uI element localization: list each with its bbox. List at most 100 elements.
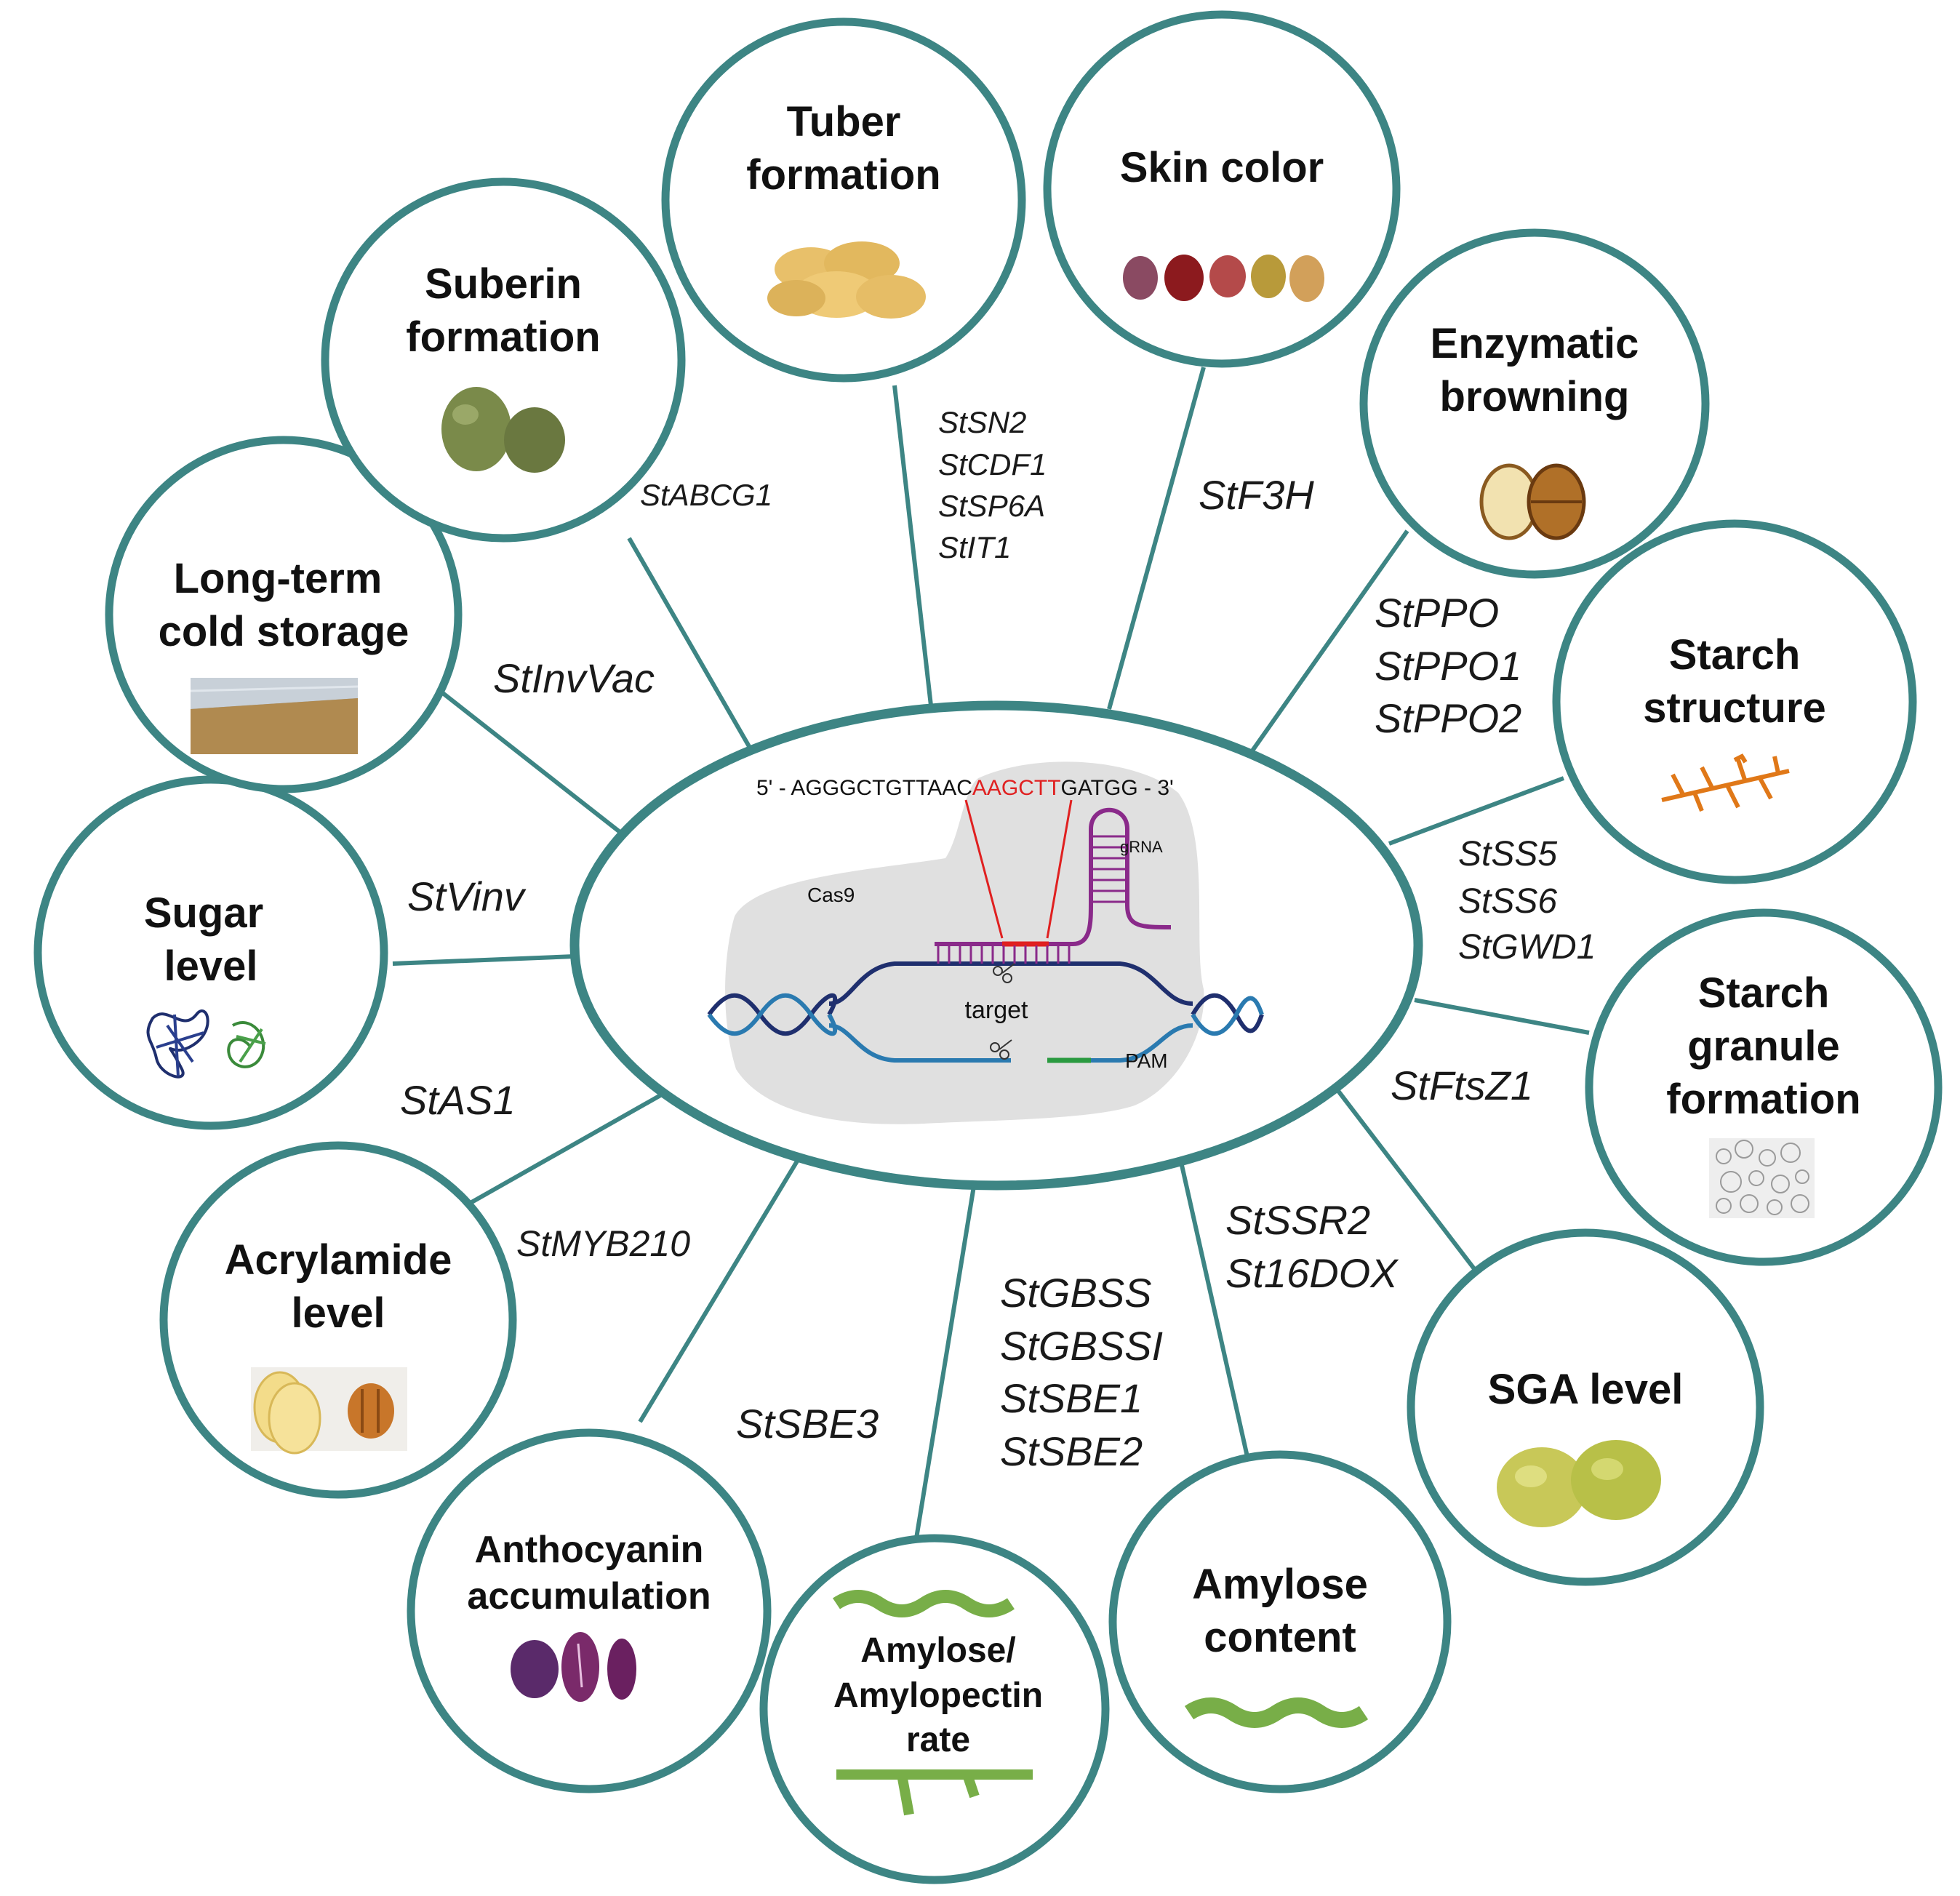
cas9-label: Cas9 — [807, 884, 855, 906]
amylose-helix-icon — [1184, 1697, 1369, 1728]
trait-title-line: Amylopectin — [833, 1676, 1043, 1715]
trait-title-line: formation — [1666, 1076, 1860, 1123]
gene-label: StGBSS — [1000, 1270, 1152, 1316]
gene-label: StPPO2 — [1375, 695, 1521, 741]
gene-label: StVinv — [407, 873, 527, 919]
gene-labels: StSN2 StCDF1 StSP6A StIT1 StF3H StPPO St… — [400, 405, 1596, 1474]
purple-potatoes-icon — [511, 1632, 636, 1702]
trait-title-line: granule — [1687, 1023, 1840, 1070]
gene-label: StABCG1 — [640, 478, 772, 512]
gene-label: StPPO1 — [1375, 643, 1521, 689]
trait-title-line: Tuber — [787, 98, 901, 145]
gene-label: StSBE1 — [1000, 1375, 1143, 1421]
trait-title-line: Amylose — [1192, 1561, 1368, 1608]
scissors-icon — [990, 963, 1015, 1060]
spoke-sugar-level — [392, 954, 575, 966]
gene-label: StSS5 — [1458, 835, 1557, 873]
trait-amylose-amylopectin-rate: Amylose/ Amylopectin rate — [759, 1534, 1110, 1884]
dna-bottom-strand — [828, 1023, 1011, 1063]
trait-title-line: Sugar — [144, 889, 263, 937]
trait-title-line: accumulation — [467, 1575, 711, 1617]
trait-title-line: structure — [1643, 684, 1825, 732]
pam-label: PAM — [1125, 1049, 1168, 1072]
trait-sugar-level: Sugar level — [33, 775, 388, 1130]
spoke-starch-granule-formation — [1414, 998, 1590, 1035]
trait-bubble — [1359, 228, 1710, 579]
green-potatoes-icon — [1497, 1440, 1661, 1527]
gene-label: StF3H — [1199, 472, 1314, 518]
spoke-enzymatic-browning — [1249, 529, 1409, 754]
trait-bubble — [661, 17, 1026, 383]
trait-bubble — [321, 177, 686, 543]
gene-label: StSSR2 — [1225, 1197, 1370, 1243]
site-pointer-right — [1046, 799, 1073, 939]
trait-title-line: level — [164, 943, 258, 990]
trait-amylose-content: Amylose content — [1108, 1450, 1452, 1793]
trait-title-line: Amylose/ — [860, 1631, 1015, 1670]
trait-tuber-formation: Tuber formation — [661, 17, 1026, 383]
trait-title-line: level — [292, 1289, 385, 1337]
trait-title-line: cold storage — [159, 608, 409, 655]
branched-starch-icon — [1661, 753, 1790, 812]
trait-sga-level: SGA level — [1407, 1228, 1764, 1586]
trait-suberin-formation: Suberin formation — [321, 177, 686, 543]
trait-title-line: formation — [746, 151, 940, 199]
gene-label: StMYB210 — [516, 1223, 690, 1264]
colored-potatoes-icon — [1123, 255, 1324, 302]
target-label: target — [965, 996, 1028, 1024]
gene-label: StSBE2 — [1000, 1428, 1143, 1474]
grna-label: gRNA — [1120, 838, 1163, 856]
protein-structure-icon — [146, 1009, 266, 1079]
gene-label: St16DOX — [1225, 1250, 1399, 1296]
site-pointer-left — [964, 799, 1004, 939]
storage-warehouse-icon — [190, 678, 359, 754]
spoke-skin-color — [1107, 367, 1206, 710]
spoke-acrylamide-level — [468, 1092, 663, 1206]
gene-label: StGWD1 — [1458, 928, 1596, 967]
trait-starch-granule-formation: Starch granule formation — [1585, 908, 1943, 1266]
gene-label: StSS6 — [1458, 882, 1557, 921]
trait-title-line: rate — [906, 1721, 970, 1759]
spoke-tuber-formation — [892, 385, 933, 706]
trait-title-line: browning — [1440, 373, 1630, 420]
trait-long-term-cold-storage: Long-term cold storage — [105, 436, 463, 793]
gene-label: StSBE3 — [736, 1401, 879, 1447]
fried-potato-icon — [251, 1367, 407, 1455]
spoke-long-term-cold-storage — [439, 689, 627, 839]
spoke-suberin-formation — [627, 537, 755, 754]
target-sequence: 5' - AGGGCTGTTAACAAGCTTGATGG - 3' — [756, 776, 1174, 800]
grna-hairpin-rungs — [1091, 835, 1127, 903]
trait-title-line: Enzymatic — [1431, 320, 1639, 367]
trait-title-line: formation — [406, 313, 600, 361]
spoke-anthocyanin-accumulation — [638, 1155, 802, 1423]
sequence-left: 5' - AGGGCTGTTAAC — [756, 776, 972, 800]
trait-bubble — [1552, 519, 1917, 884]
gene-label: StFtsZ1 — [1391, 1063, 1533, 1108]
trait-title-line: content — [1204, 1614, 1356, 1661]
crispr-center: 5' - AGGGCTGTTAACAAGCTTGATGG - 3' gRNA C… — [569, 700, 1423, 1191]
gene-label: StSN2 — [938, 405, 1026, 439]
sequence-right: GATGG - 3' — [1061, 776, 1174, 800]
gene-label: StCDF1 — [938, 447, 1047, 481]
potatoes-icon — [767, 241, 926, 319]
spoke-sga-level — [1336, 1089, 1482, 1278]
trait-bubble — [759, 1534, 1110, 1884]
amylose-helix-icon — [833, 1590, 1015, 1617]
gene-label: StSP6A — [938, 489, 1045, 523]
trait-bubble — [1585, 908, 1943, 1266]
trait-starch-structure: Starch structure — [1552, 519, 1917, 884]
browned-potato-icon — [1479, 463, 1586, 540]
trait-title-line: SGA level — [1488, 1366, 1684, 1413]
russet-potatoes-icon — [441, 387, 565, 473]
spoke-amylose-amylopectin-rate — [914, 1181, 977, 1539]
trait-skin-color: Skin color — [1043, 10, 1401, 368]
trait-title-line: Acrylamide — [225, 1236, 452, 1284]
sequence-site: AAGCTT — [972, 776, 1061, 800]
trait-title-line: Suberin — [425, 260, 582, 308]
trait-bubble — [407, 1428, 772, 1793]
trait-title-line: Starch — [1669, 631, 1801, 679]
dna-helix-right — [1191, 993, 1264, 1036]
trait-anthocyanin-accumulation: Anthocyanin accumulation — [407, 1428, 772, 1793]
spoke-starch-structure — [1388, 776, 1565, 846]
